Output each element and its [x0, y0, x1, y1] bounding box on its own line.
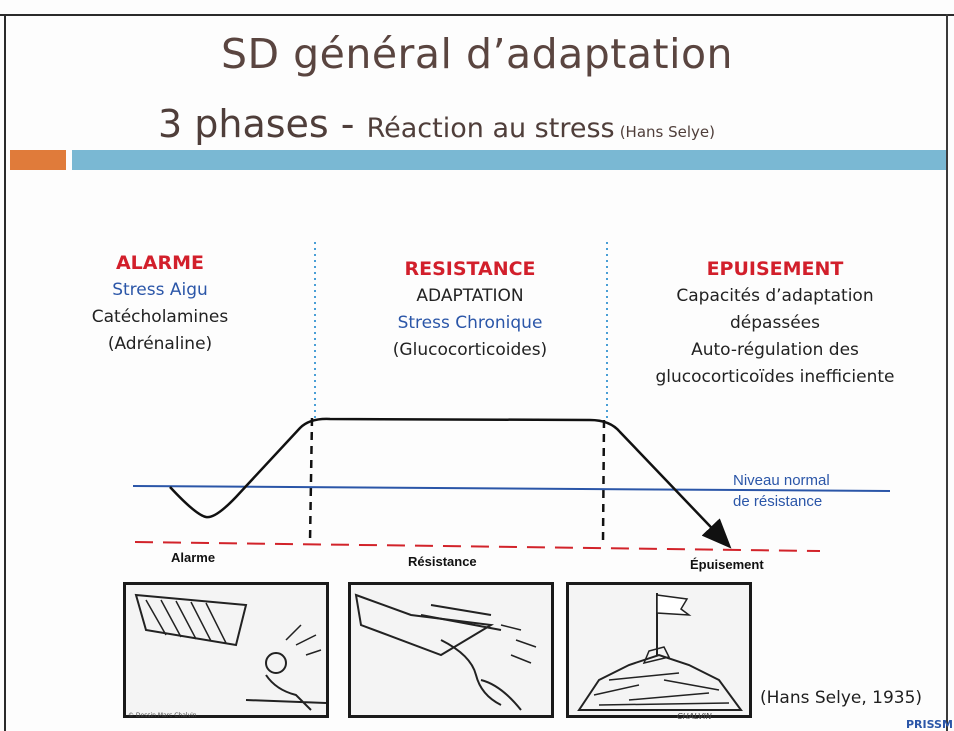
cartoon-credit-left: © Dessin Marc Chalvin [128, 712, 197, 719]
stress-curve [169, 417, 732, 549]
phase-resistance-line: Stress Chronique [397, 313, 543, 333]
phase-resistance: RESISTANCE ADAPTATION Stress Chronique (… [360, 256, 580, 364]
phase-epuisement-line: Capacités d’adaptation [676, 286, 874, 306]
cartoon-credit-right: CHALVIN [677, 712, 712, 721]
phase-alarme-heading: ALARME [115, 252, 205, 274]
normal-level-label-2: de résistance [733, 493, 822, 510]
phase-resistance-line: (Glucocorticoides) [392, 340, 548, 360]
accent-bar-orange [10, 150, 66, 170]
exhaustion-baseline [134, 541, 821, 552]
phase-resistance-heading: RESISTANCE [404, 258, 536, 280]
phase-resistance-line: ADAPTATION [416, 286, 524, 306]
phase-epuisement-line: glucocorticoïdes inefficiente [655, 367, 895, 387]
slide-border-left [4, 14, 6, 731]
accent-bar-blue [72, 150, 946, 170]
axis-label-alarme: Alarme [171, 550, 215, 565]
slide-border-top [0, 14, 954, 16]
footer-logo-text: PRISSM [906, 718, 953, 731]
separator-dash-2 [601, 419, 606, 543]
cartoon-epuisement-sketch [577, 593, 743, 711]
phase-alarme: ALARME Stress Aigu Catécholamines (Adrén… [60, 250, 260, 358]
subtitle-author: (Hans Selye) [619, 123, 715, 141]
stress-response-graph: Niveau normal de résistance Alarme Résis… [132, 242, 891, 572]
phase-alarme-line: Catécholamines [91, 307, 229, 327]
slide-subtitle: 3 phases - Réaction au stress (Hans Sely… [158, 102, 715, 146]
phase-epuisement-heading: EPUISEMENT [706, 258, 844, 280]
cartoon-alarme-sketch [134, 593, 327, 711]
axis-label-epuisement: Épuisement [690, 557, 764, 572]
citation: (Hans Selye, 1935) [760, 688, 923, 708]
normal-level-line [132, 485, 891, 492]
subtitle-reaction: Réaction au stress [366, 113, 615, 144]
phase-alarme-line: (Adrénaline) [107, 334, 213, 354]
subtitle-phases: 3 phases - [158, 102, 367, 146]
separator-dash-1 [308, 417, 314, 543]
normal-level-label-1: Niveau normal [733, 472, 830, 489]
cartoon-resistance-image [348, 582, 554, 718]
cartoon-epuisement-image [566, 582, 752, 718]
axis-label-resistance: Résistance [408, 554, 477, 569]
cartoon-resistance-sketch [354, 593, 537, 711]
phase-epuisement: EPUISEMENT Capacités d’adaptation dépass… [630, 256, 920, 391]
phase-epuisement-line: Auto-régulation des [691, 340, 859, 360]
phase-alarme-line: Stress Aigu [112, 280, 208, 300]
cartoon-alarme-image [123, 582, 329, 718]
slide-title: SD général d’adaptation [220, 30, 734, 78]
phase-epuisement-line: dépassées [730, 313, 820, 333]
slide-border-right [946, 14, 948, 731]
